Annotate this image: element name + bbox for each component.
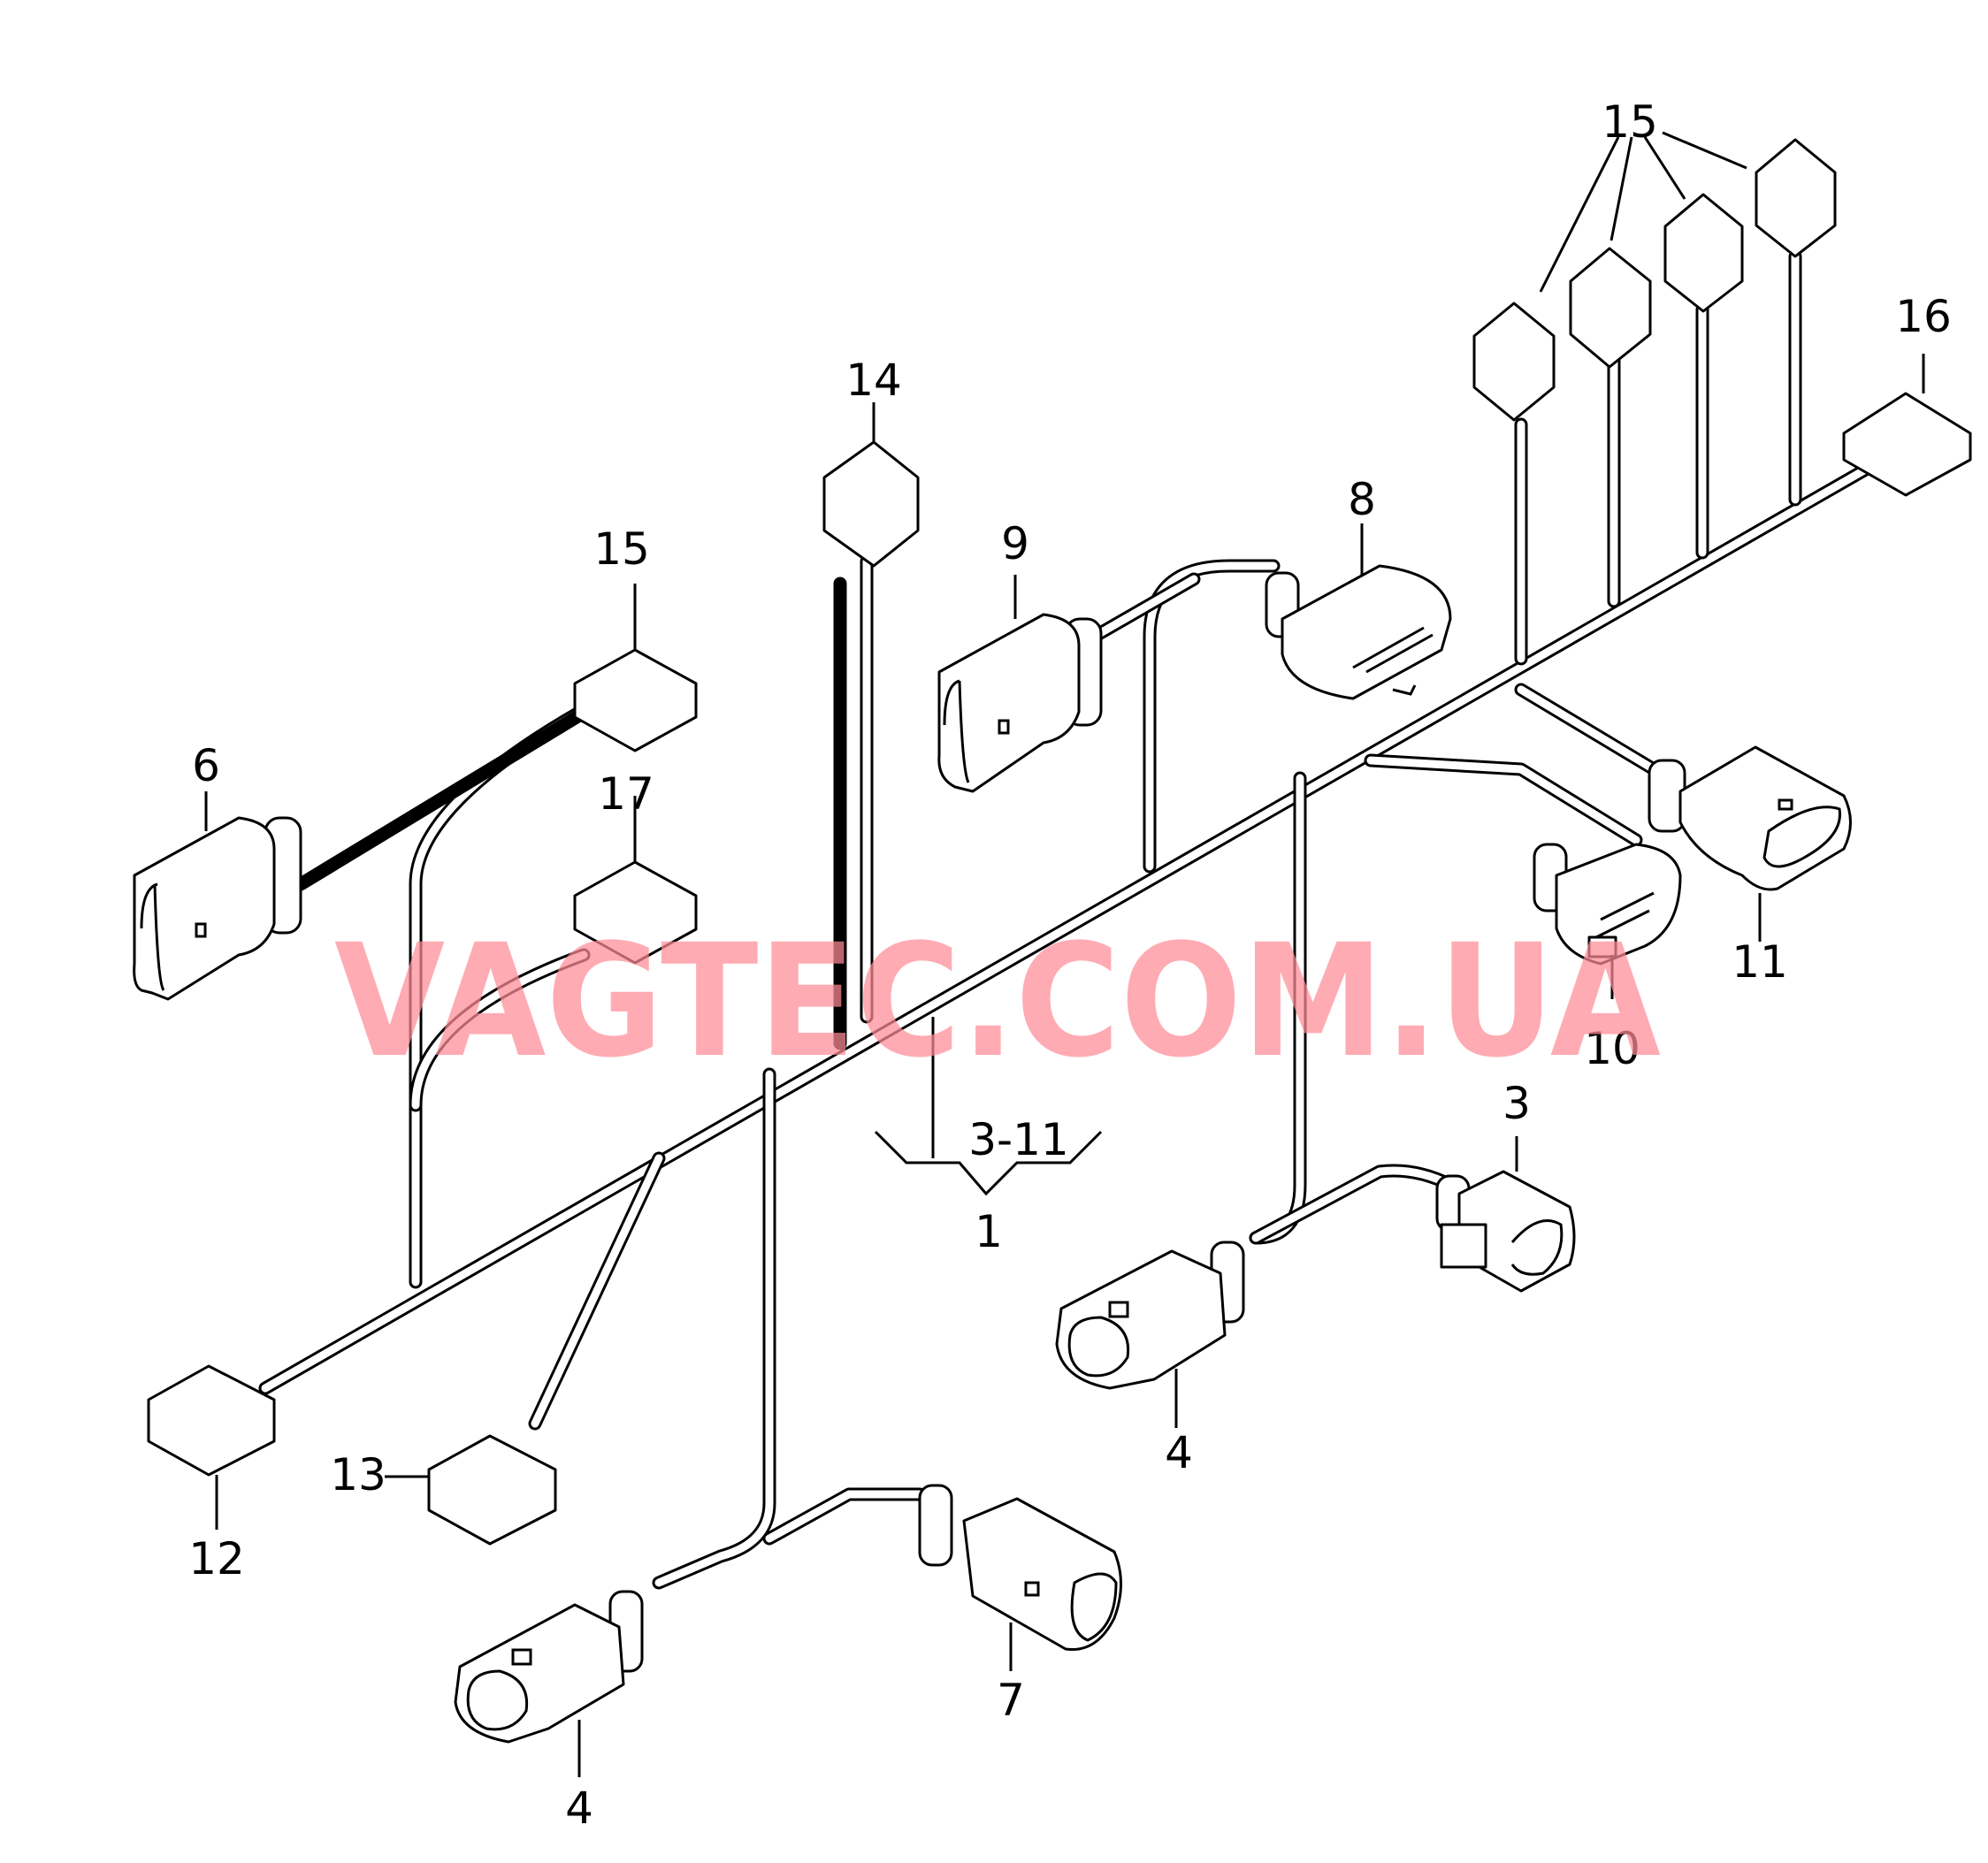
callout-13: 13 <box>330 1449 386 1500</box>
callout-15-left: 15 <box>593 523 650 575</box>
connector-8 <box>1265 564 1452 700</box>
connector-6 <box>133 816 302 1001</box>
connector-4-upper <box>1055 1241 1245 1390</box>
callout-15-top: 15 <box>1602 96 1658 148</box>
callouts: 15 17 14 6 9 8 15 16 11 10 3 3-11 1 4 12… <box>188 96 1952 1834</box>
connector-11 <box>1648 745 1852 891</box>
leader-lines <box>204 131 1925 1777</box>
callout-3: 3 <box>1502 1078 1531 1129</box>
callout-8: 8 <box>1348 474 1376 525</box>
part-15-hex-c <box>1663 193 1744 313</box>
watermark-text: VAGTEC.COM.UA <box>334 911 1661 1092</box>
callout-6: 6 <box>192 740 220 791</box>
part-13-hex <box>427 1434 557 1546</box>
callout-9: 9 <box>1001 518 1029 569</box>
callout-10: 10 <box>1584 1023 1640 1074</box>
connector-4-lower <box>454 1590 644 1744</box>
part-15-hex-left <box>573 648 698 752</box>
callout-16: 16 <box>1895 291 1952 342</box>
callout-14: 14 <box>845 355 902 406</box>
callout-4-lower: 4 <box>565 1783 593 1834</box>
connector-10 <box>1533 843 1682 966</box>
callout-3-11: 3-11 <box>968 1114 1068 1165</box>
connector-3 <box>1435 1170 1576 1293</box>
part-15-hex-a <box>1472 302 1556 422</box>
callout-4-upper: 4 <box>1165 1427 1193 1478</box>
callout-12: 12 <box>188 1533 245 1584</box>
callout-1: 1 <box>975 1206 1003 1257</box>
connector-9 <box>937 613 1103 793</box>
callout-11: 11 <box>1732 936 1788 988</box>
part-12-hex <box>147 1364 276 1477</box>
part-16-hex <box>1842 392 1972 497</box>
callout-7: 7 <box>997 1675 1025 1726</box>
part-14-hex <box>822 440 920 568</box>
part-15-hex-d <box>1755 138 1837 258</box>
callout-17: 17 <box>598 768 654 820</box>
part-15-hex-b <box>1569 247 1652 369</box>
connector-7 <box>918 1484 1122 1652</box>
